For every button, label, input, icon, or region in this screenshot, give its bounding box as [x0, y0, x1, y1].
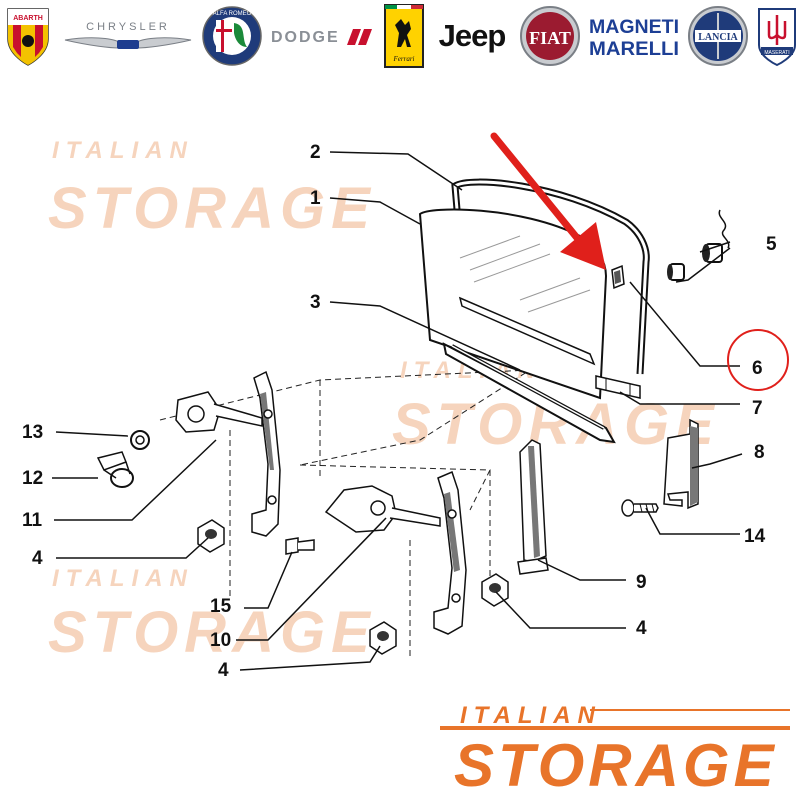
svg-text:Ferrari: Ferrari [393, 55, 415, 63]
svg-text:FIAT: FIAT [529, 28, 571, 48]
glass-channel-strip [595, 375, 641, 399]
callout-11: 11 [22, 510, 43, 531]
svg-text:DODGE: DODGE [271, 29, 340, 46]
callout-3: 3 [310, 292, 321, 313]
svg-text:STORAGE: STORAGE [48, 176, 376, 241]
window-crank-part-12 [96, 451, 134, 488]
fiat-logo: FIAT [518, 4, 582, 68]
svg-text:ABARTH: ABARTH [13, 15, 43, 22]
callout-10: 10 [210, 630, 231, 651]
callout-5: 5 [766, 234, 777, 255]
abarth-logo: ABARTH [2, 4, 54, 68]
svg-text:LANCIA: LANCIA [698, 32, 738, 43]
nut-part-4-lower [369, 621, 397, 655]
chrysler-logo: CHRYSLER [60, 4, 196, 68]
watermark-bottom: ITALIAN STORAGE [48, 565, 376, 665]
screw-part-14 [621, 499, 659, 517]
callout-4-right: 4 [636, 618, 647, 639]
callout-13: 13 [22, 422, 43, 443]
rivet-part-15 [285, 537, 315, 555]
svg-text:ALFA ROMEO: ALFA ROMEO [213, 11, 252, 17]
washer-part-13 [130, 430, 150, 450]
callout-4-bottom: 4 [218, 660, 229, 681]
glass-insert-part-6 [611, 264, 625, 290]
svg-text:MARELLI: MARELLI [589, 39, 679, 60]
dodge-logo: DODGE [268, 4, 378, 68]
callout-2: 2 [310, 142, 321, 163]
outer-belt-moulding [442, 342, 616, 444]
callout-14: 14 [744, 526, 766, 547]
jeep-logo: Jeep [430, 4, 514, 68]
highlight-arrow [490, 132, 606, 270]
callout-1: 1 [310, 188, 321, 209]
rear-window-regulator [324, 470, 467, 635]
front-window-regulator [175, 370, 281, 537]
window-glass [418, 208, 608, 400]
watermark-top: ITALIAN STORAGE [48, 137, 376, 241]
svg-text:CHRYSLER: CHRYSLER [86, 21, 170, 33]
exploded-parts-diagram: ITALIAN STORAGE ITALIAN STORAGE ITALIAN … [22, 132, 789, 681]
svg-text:MAGNETI: MAGNETI [589, 17, 679, 38]
highlight-circle [727, 329, 789, 391]
ferrari-logo: Ferrari [382, 4, 426, 68]
jeep-logo-text: Jeep [438, 18, 507, 53]
callout-6: 6 [752, 358, 763, 379]
svg-text:STORAGE: STORAGE [48, 600, 376, 665]
nut-part-4-upper [197, 519, 225, 553]
leader-lines [52, 151, 743, 671]
magneti-marelli-logo: MAGNETI MARELLI [586, 4, 682, 68]
door-glass-seal-frame [451, 178, 650, 375]
callout-4-left: 4 [32, 548, 43, 569]
maserati-logo: MASERATI [754, 4, 800, 68]
callout-15: 15 [210, 596, 232, 617]
lancia-logo: LANCIA [686, 4, 750, 68]
footer-storage-text: STORAGE [454, 732, 778, 799]
callout-12: 12 [22, 468, 43, 489]
svg-text:MASERATI: MASERATI [764, 50, 789, 56]
brand-logo-bar: ABARTH CHRYSLER ALFA ROMEO [0, 0, 800, 76]
italian-storage-footer-logo: ITALIAN STORAGE [440, 696, 800, 800]
alfa-romeo-logo: ALFA ROMEO [200, 4, 264, 68]
footer-italian-text: ITALIAN [460, 702, 602, 729]
callout-7: 7 [752, 398, 763, 419]
svg-text:ITALIAN: ITALIAN [52, 565, 194, 592]
svg-text:ITALIAN: ITALIAN [52, 137, 194, 164]
rear-guide-rail [663, 418, 699, 510]
callout-8: 8 [754, 442, 765, 463]
rear-glass-channel [517, 439, 549, 575]
callout-9: 9 [636, 572, 647, 593]
